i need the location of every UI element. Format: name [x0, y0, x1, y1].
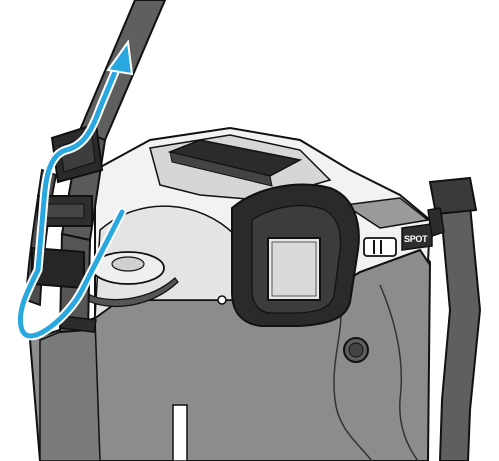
spot-button-icon: SPOT — [401, 223, 433, 251]
right-strap-fold — [428, 176, 478, 216]
thumb-button-inner — [348, 342, 364, 358]
viewfinder-window-frame — [271, 241, 317, 297]
right-strap — [438, 198, 482, 461]
hot-shoe-front — [169, 151, 273, 187]
grip-contour — [333, 299, 373, 461]
strap-threading-arrow-icon — [15, 39, 134, 341]
right-strap-lug — [427, 207, 445, 237]
strap-buckle-bar — [45, 203, 85, 219]
eyepiece-sensor — [217, 295, 227, 305]
body-slot — [172, 404, 188, 461]
mode-dial-center — [111, 256, 145, 272]
grip-contour-2 — [379, 284, 419, 461]
mode-dial-knurl — [85, 277, 179, 308]
spot-button-label: SPOT — [404, 234, 428, 244]
camera-body-front-shade — [39, 316, 101, 461]
top-lcd — [342, 197, 430, 229]
